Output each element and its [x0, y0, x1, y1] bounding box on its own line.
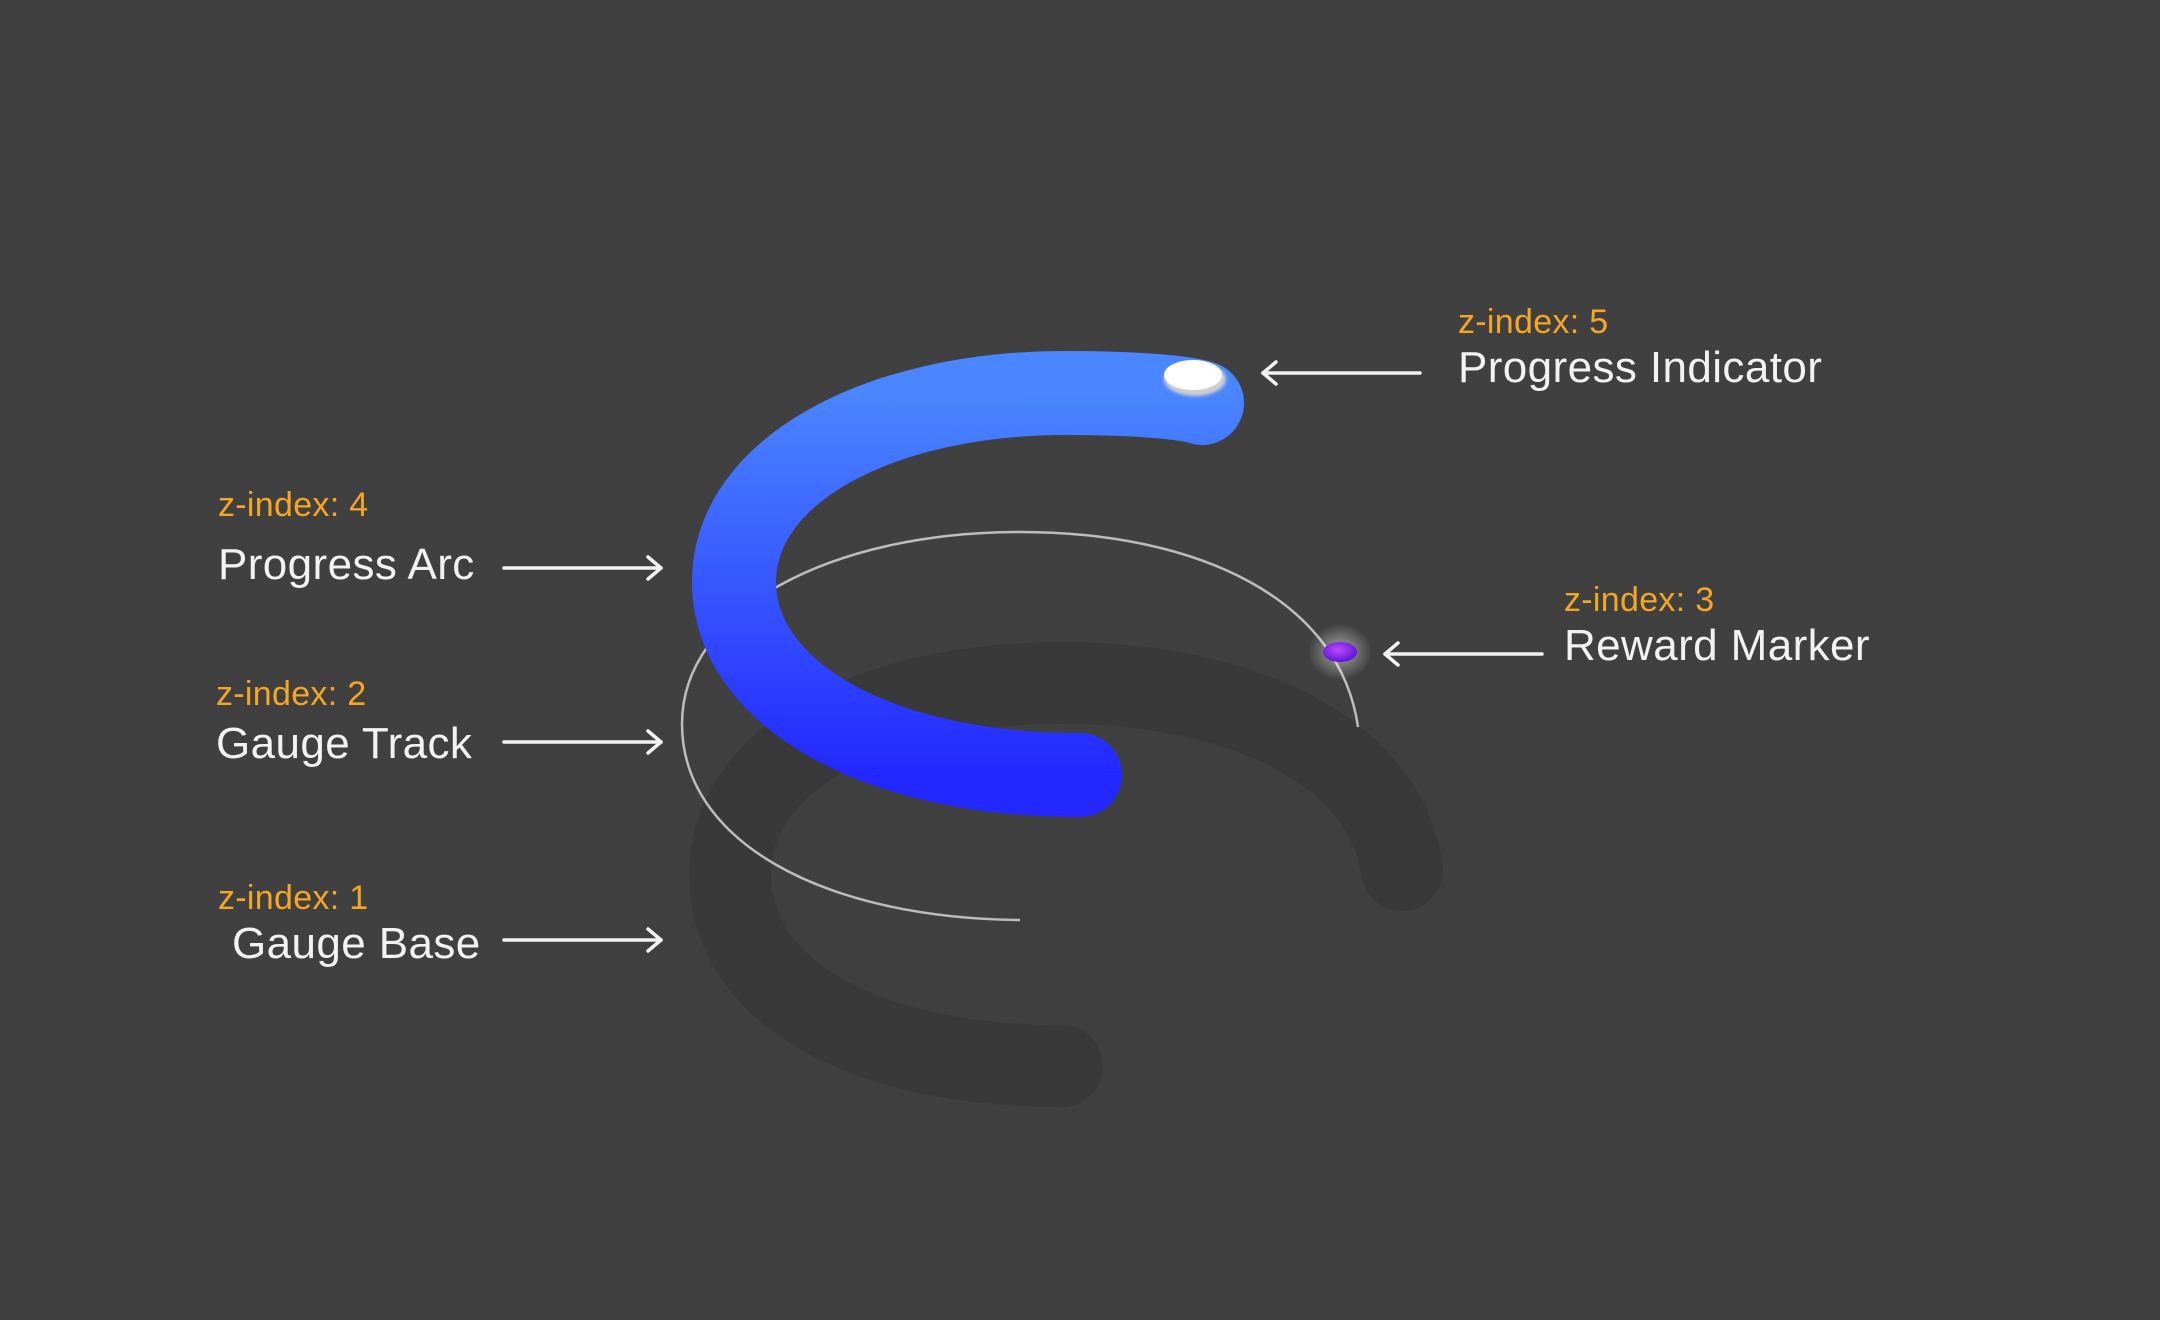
arrow-progress-indicator	[1263, 362, 1420, 384]
z-index-label: z-index: 2	[216, 674, 472, 714]
layer-name: Reward Marker	[1564, 620, 1870, 672]
label-gauge-track: z-index: 2 Gauge Track	[216, 674, 472, 770]
layer-name: Gauge Base	[232, 918, 481, 970]
arrow-progress-arc	[504, 557, 661, 579]
reward-marker-dot	[1323, 642, 1357, 662]
z-index-label: z-index: 1	[218, 878, 481, 918]
layer-name: Gauge Track	[216, 718, 472, 770]
label-reward-marker: z-index: 3 Reward Marker	[1564, 580, 1870, 672]
label-gauge-base: z-index: 1 Gauge Base	[218, 878, 481, 970]
z-index-label: z-index: 3	[1564, 580, 1870, 620]
z-index-label: z-index: 4	[218, 485, 475, 525]
arrow-reward-marker	[1385, 643, 1542, 665]
z-index-label: z-index: 5	[1458, 302, 1822, 342]
layer-name: Progress Arc	[218, 539, 475, 591]
layer-name: Progress Indicator	[1458, 342, 1822, 394]
progress-indicator-dot	[1164, 360, 1222, 390]
arrow-gauge-track	[504, 731, 661, 753]
arrow-gauge-base	[504, 929, 661, 951]
label-progress-indicator: z-index: 5 Progress Indicator	[1458, 302, 1822, 394]
label-progress-arc: z-index: 4 Progress Arc	[218, 485, 475, 591]
